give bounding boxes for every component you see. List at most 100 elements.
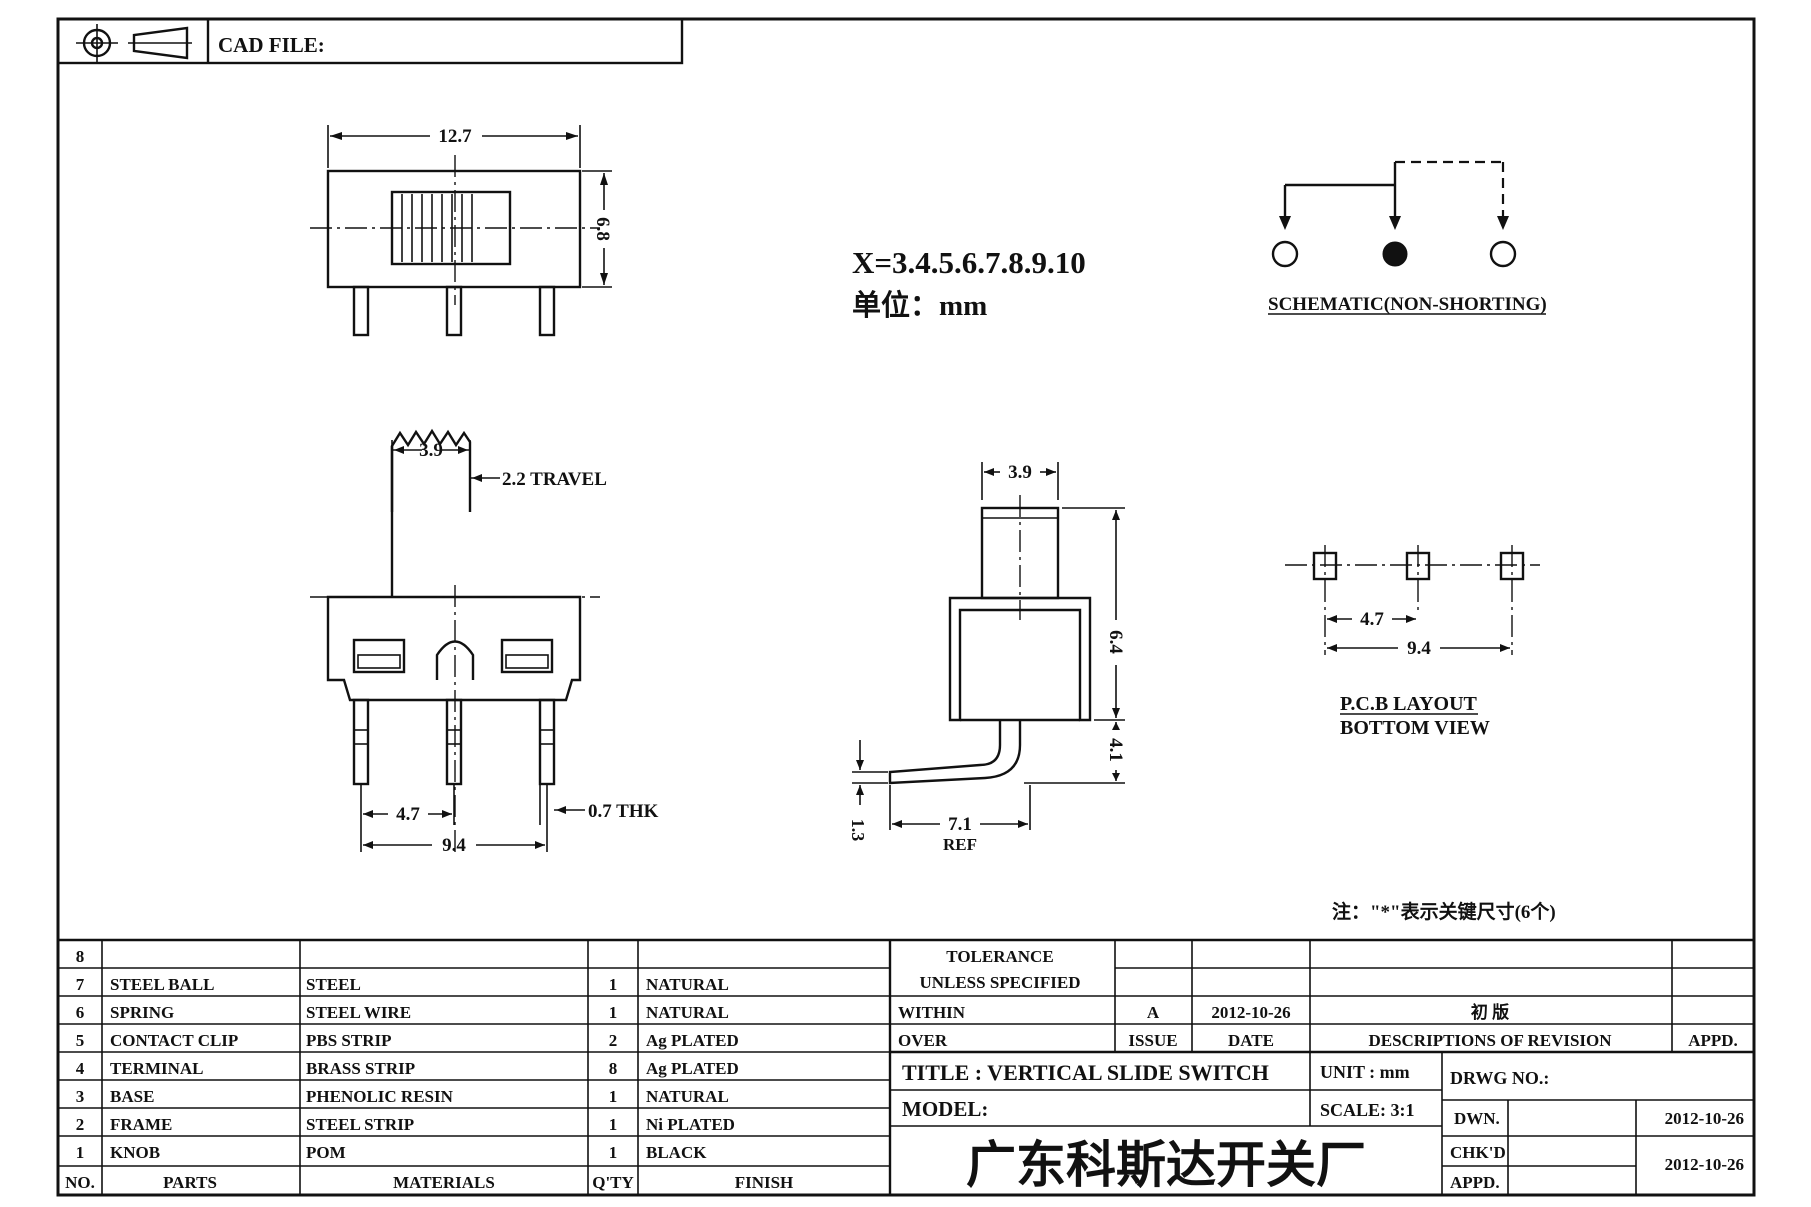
bom-table: 8 7 STEEL BALL STEEL 1 NATURAL 6 SPRING … bbox=[65, 947, 793, 1192]
bom-material: STEEL STRIP bbox=[306, 1115, 414, 1134]
side-foot-height-dim: 1.3 bbox=[848, 819, 868, 842]
header-finish: FINISH bbox=[735, 1173, 794, 1192]
bom-finish: NATURAL bbox=[646, 1087, 729, 1106]
bom-part: CONTACT CLIP bbox=[110, 1031, 238, 1050]
bom-part: TERMINAL bbox=[110, 1059, 204, 1078]
bom-finish: Ni PLATED bbox=[646, 1115, 735, 1134]
bom-part: KNOB bbox=[110, 1143, 160, 1162]
side-view: 3.9 6.4 4.1 1.3 7.1 REF bbox=[848, 462, 1126, 854]
bom-material: STEEL WIRE bbox=[306, 1003, 411, 1022]
schematic-label: SCHEMATIC(NON-SHORTING) bbox=[1268, 294, 1547, 315]
bom-material: BRASS STRIP bbox=[306, 1059, 415, 1078]
top-height-dim: 6.8 bbox=[592, 217, 613, 241]
pcb-layout-subtitle: BOTTOM VIEW bbox=[1340, 717, 1490, 739]
bom-part: BASE bbox=[110, 1087, 154, 1106]
scale-label: SCALE: 3:1 bbox=[1320, 1100, 1415, 1120]
bom-qty: 1 bbox=[609, 1003, 618, 1022]
bom-material: PHENOLIC RESIN bbox=[306, 1087, 454, 1106]
bom-qty: 1 bbox=[609, 1087, 618, 1106]
checked-label: CHK'D bbox=[1450, 1143, 1506, 1162]
bom-no: 7 bbox=[76, 975, 85, 994]
front-pin-span-dim: 9.4 bbox=[442, 835, 466, 856]
bom-finish: Ag PLATED bbox=[646, 1031, 739, 1050]
unit-note: 单位：mm bbox=[852, 288, 987, 322]
front-view: 3.9 2.2 TRAVEL 4.7 9.4 0.7 THK bbox=[310, 428, 659, 856]
bom-part: STEEL BALL bbox=[110, 975, 214, 994]
variant-note: X=3.4.5.6.7.8.9.10 bbox=[852, 245, 1086, 280]
drawing-number-label: DRWG NO.: bbox=[1450, 1068, 1549, 1088]
table-row: 2 FRAME STEEL STRIP 1 Ni PLATED bbox=[76, 1115, 735, 1134]
header-qty: Q'TY bbox=[592, 1173, 634, 1192]
drawing-title: TITLE : VERTICAL SLIDE SWITCH bbox=[902, 1060, 1269, 1085]
schematic-terminal-common-icon bbox=[1382, 241, 1408, 267]
bom-part: SPRING bbox=[110, 1003, 174, 1022]
top-view: 12.7 6.8 bbox=[310, 125, 613, 337]
cad-file-label: CAD FILE: bbox=[218, 33, 325, 57]
drawn-label: DWN. bbox=[1454, 1109, 1500, 1128]
company-name: 广东科斯达开关厂 bbox=[966, 1137, 1366, 1193]
tolerance-subtitle: UNLESS SPECIFIED bbox=[919, 973, 1080, 992]
revision-description: 初 版 bbox=[1471, 1002, 1509, 1022]
model-label: MODEL: bbox=[902, 1097, 988, 1121]
front-pin-pitch-dim: 4.7 bbox=[396, 804, 420, 825]
schematic-terminal-right-icon bbox=[1489, 240, 1517, 268]
bom-qty: 8 bbox=[609, 1059, 618, 1078]
bom-no: 4 bbox=[76, 1059, 85, 1078]
table-row: 1 KNOB POM 1 BLACK bbox=[76, 1143, 707, 1162]
table-row: 3 BASE PHENOLIC RESIN 1 NATURAL bbox=[76, 1087, 729, 1106]
bom-part: FRAME bbox=[110, 1115, 172, 1134]
checked-date: 2012-10-26 bbox=[1665, 1155, 1744, 1174]
bom-no: 6 bbox=[76, 1003, 85, 1022]
table-row: 4 TERMINAL BRASS STRIP 8 Ag PLATED bbox=[76, 1059, 739, 1078]
table-row: 6 SPRING STEEL WIRE 1 NATURAL bbox=[76, 1003, 729, 1022]
bom-qty: 1 bbox=[609, 1115, 618, 1134]
table-grid bbox=[58, 938, 1754, 1195]
date-header: DATE bbox=[1228, 1031, 1274, 1050]
bom-finish: NATURAL bbox=[646, 975, 729, 994]
bom-finish: NATURAL bbox=[646, 1003, 729, 1022]
side-knob-width-dim: 3.9 bbox=[1008, 462, 1032, 483]
bom-no: 5 bbox=[76, 1031, 85, 1050]
sheet-border bbox=[56, 17, 1756, 1197]
revision-block: TOLERANCE UNLESS SPECIFIED WITHIN OVER A… bbox=[898, 947, 1738, 1050]
bom-material: STEEL bbox=[306, 975, 361, 994]
front-thickness-dim: 0.7 THK bbox=[588, 801, 659, 822]
pcb-layout-title: P.C.B LAYOUT bbox=[1340, 693, 1478, 715]
bom-qty: 1 bbox=[609, 1143, 618, 1162]
schematic-terminal-left-icon bbox=[1271, 240, 1299, 268]
header-no: NO. bbox=[65, 1173, 95, 1192]
bom-no: 8 bbox=[76, 947, 85, 966]
bom-qty: 1 bbox=[609, 975, 618, 994]
schematic: SCHEMATIC(NON-SHORTING) bbox=[1268, 160, 1547, 315]
issue-header: ISSUE bbox=[1128, 1031, 1177, 1050]
pcb-layout: 4.7 9.4 P.C.B LAYOUT BOTTOM VIEW bbox=[1285, 545, 1540, 739]
front-travel-dim: 2.2 TRAVEL bbox=[502, 469, 607, 490]
pcb-span-dim: 9.4 bbox=[1407, 638, 1431, 659]
drawn-date: 2012-10-26 bbox=[1665, 1109, 1744, 1128]
bom-no: 3 bbox=[76, 1087, 85, 1106]
bom-material: POM bbox=[306, 1143, 346, 1162]
table-header-row: NO. PARTS MATERIALS Q'TY FINISH bbox=[65, 1173, 793, 1192]
bom-qty: 2 bbox=[609, 1031, 618, 1050]
side-body-height-dim: 6.4 bbox=[1105, 630, 1126, 654]
top-width-dim: 12.7 bbox=[438, 126, 472, 147]
tolerance-over: OVER bbox=[898, 1031, 948, 1050]
pcb-pad-2 bbox=[1405, 551, 1431, 581]
unit-label: UNIT : mm bbox=[1320, 1062, 1410, 1082]
revision-issue: A bbox=[1147, 1003, 1160, 1022]
header-materials: MATERIALS bbox=[393, 1173, 495, 1192]
bom-finish: Ag PLATED bbox=[646, 1059, 739, 1078]
table-row: 7 STEEL BALL STEEL 1 NATURAL bbox=[76, 975, 729, 994]
table-row: 8 bbox=[76, 947, 85, 966]
front-knob-width-dim: 3.9 bbox=[419, 440, 443, 461]
header-box: CAD FILE: bbox=[56, 17, 684, 65]
revision-date: 2012-10-26 bbox=[1211, 1003, 1290, 1022]
pcb-pad-1 bbox=[1312, 551, 1338, 581]
bom-finish: BLACK bbox=[646, 1143, 707, 1162]
header-parts: PARTS bbox=[163, 1173, 217, 1192]
side-lead-height-dim: 4.1 bbox=[1105, 738, 1126, 762]
bom-no: 2 bbox=[76, 1115, 85, 1134]
tolerance-within: WITHIN bbox=[898, 1003, 966, 1022]
bom-no: 1 bbox=[76, 1143, 85, 1162]
side-ref-label: REF bbox=[943, 835, 977, 854]
